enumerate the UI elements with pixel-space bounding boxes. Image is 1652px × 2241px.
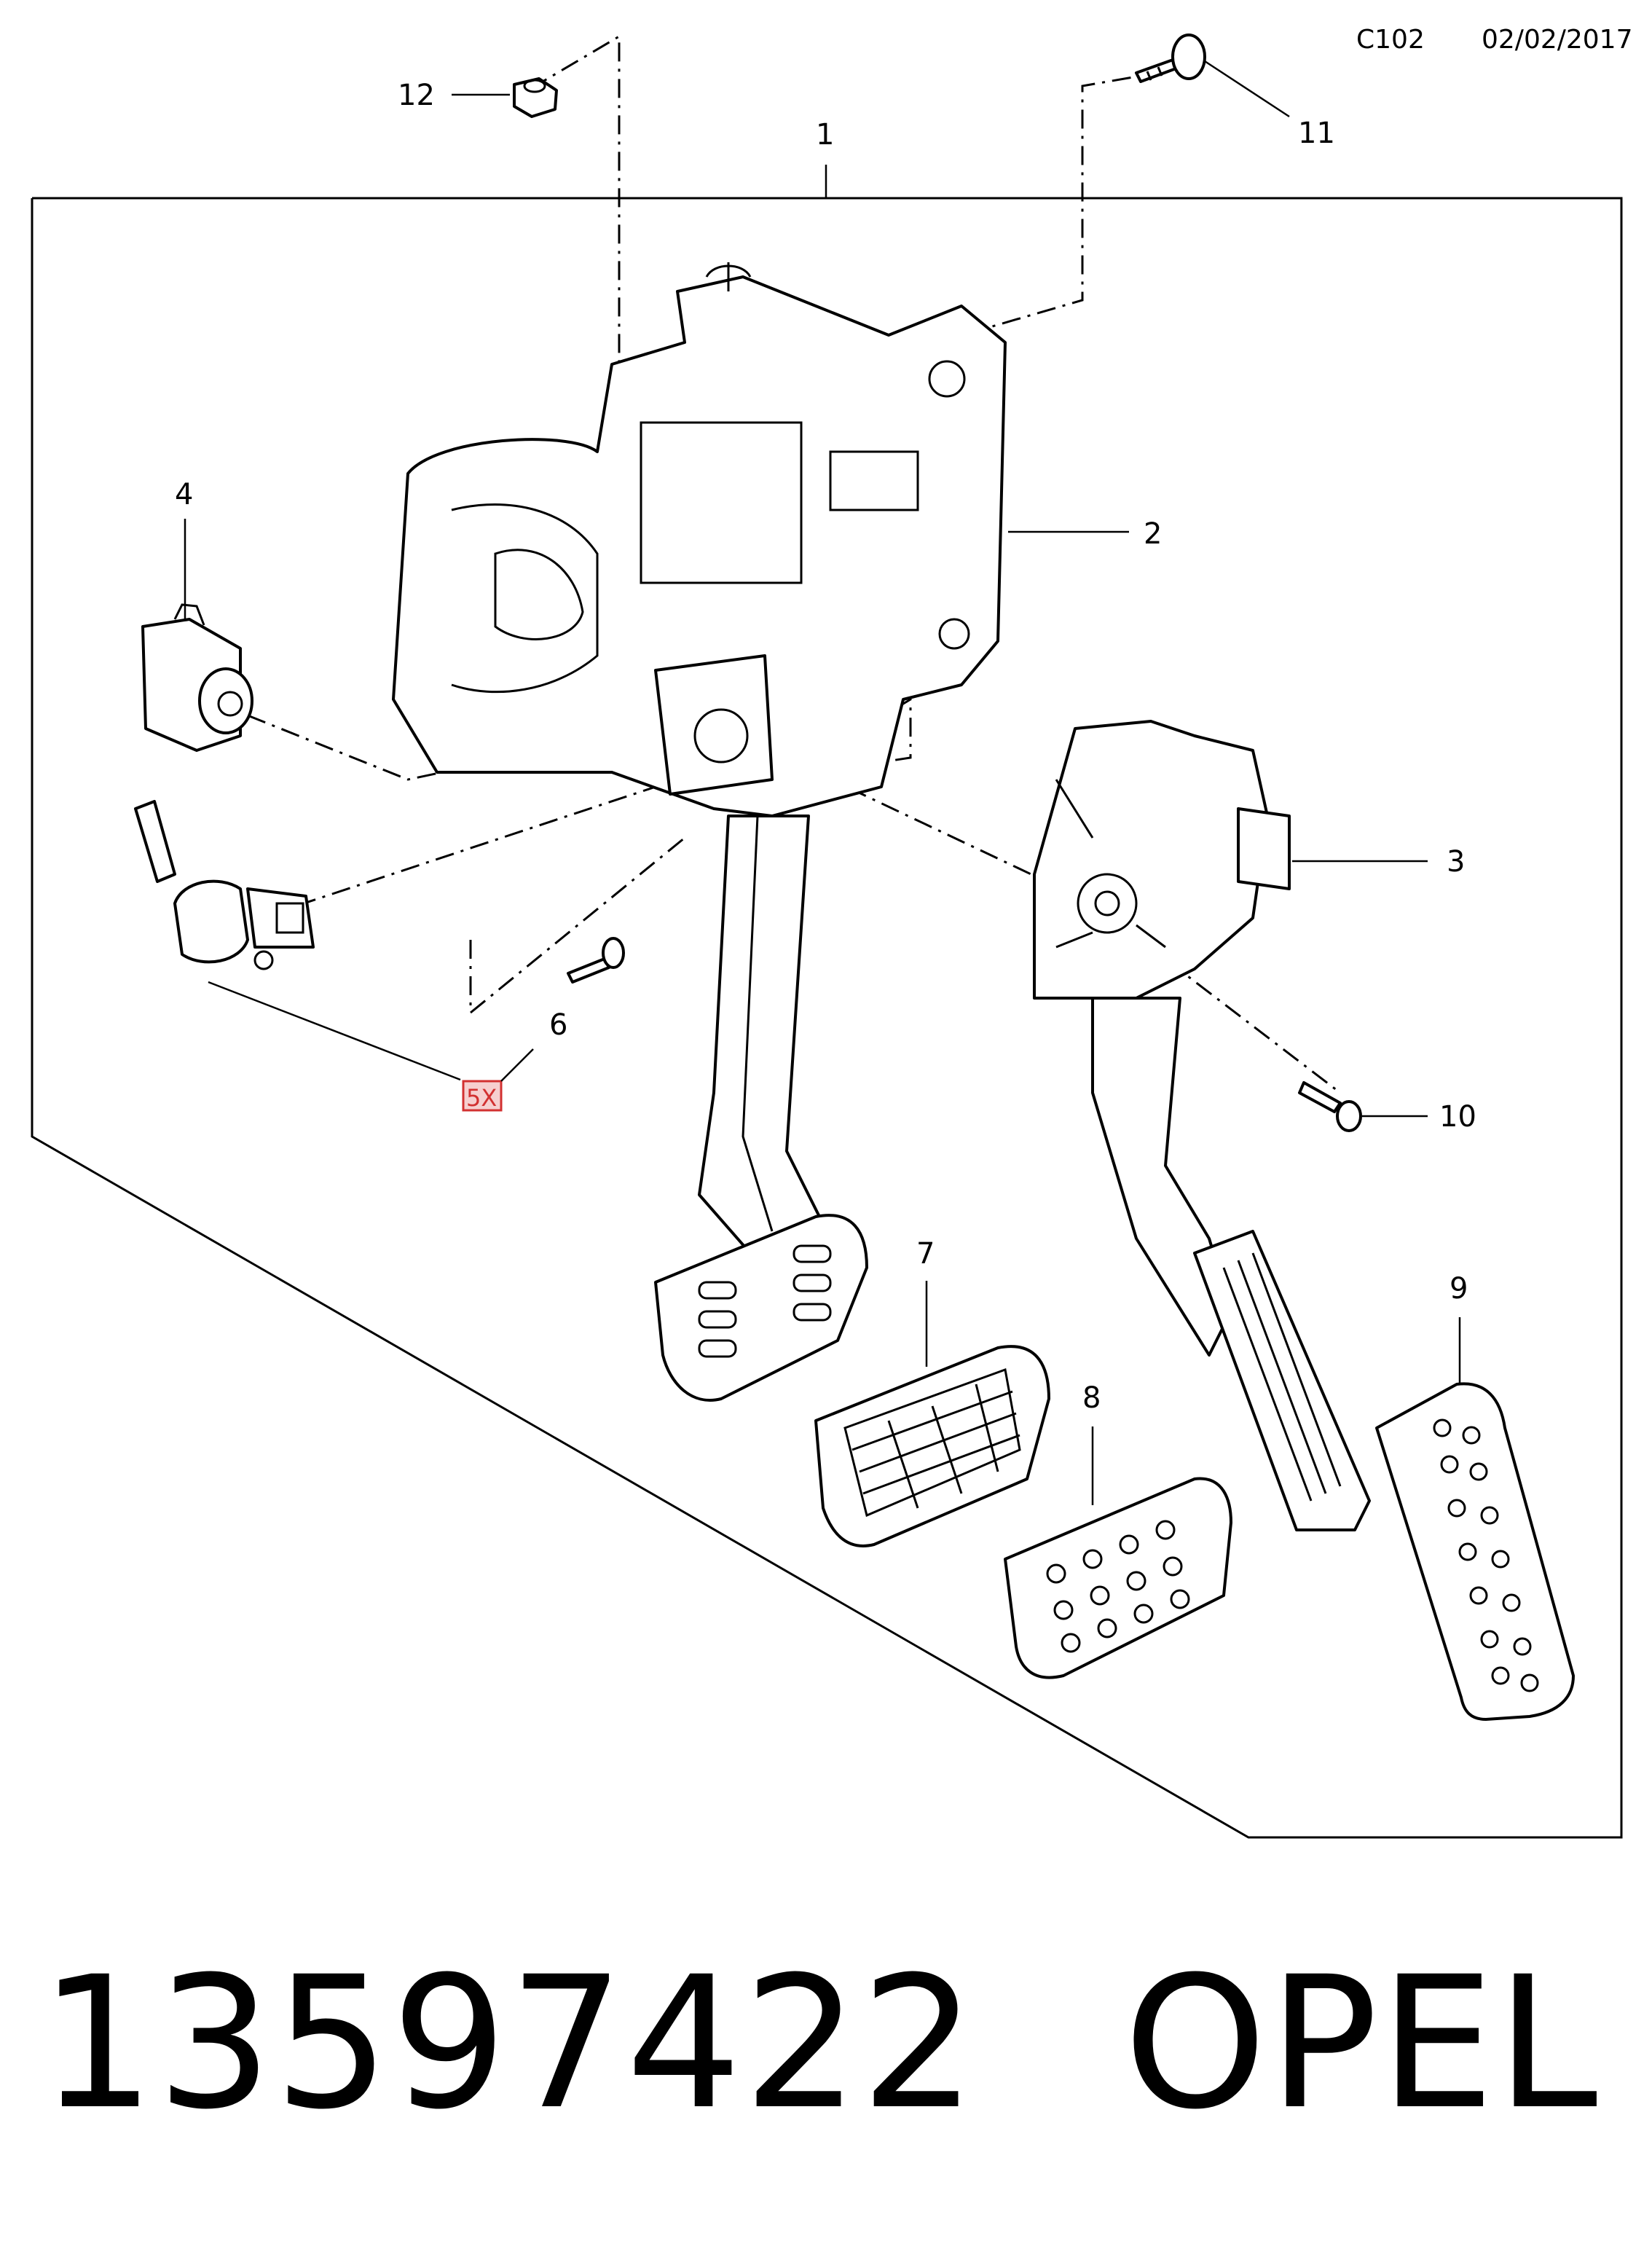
callout-1: 1	[816, 118, 834, 152]
quantity-label: 5X	[466, 1084, 497, 1112]
callout-6: 6	[549, 1008, 567, 1042]
assembly-boundary	[31, 197, 1623, 1839]
pedal-pad-7	[814, 1345, 1050, 1547]
pedal-pad-9	[1375, 1382, 1575, 1721]
callout-11: 11	[1298, 117, 1335, 150]
leader-11	[1204, 60, 1290, 118]
brand-name: OPEL	[1123, 1937, 1600, 2149]
callout-2: 2	[1144, 517, 1162, 551]
nut-12	[513, 77, 558, 118]
switch-4	[141, 603, 253, 752]
callout-10: 10	[1439, 1100, 1476, 1134]
leader-5	[208, 981, 461, 1081]
callout-12: 12	[398, 79, 435, 112]
diagram-date: 02/02/2017	[1482, 25, 1633, 55]
leader-qty	[500, 1048, 534, 1082]
diagram-code: C102	[1356, 25, 1425, 55]
brake-pad-on-arm	[654, 1214, 868, 1402]
screw-10	[1298, 1081, 1362, 1132]
callout-8: 8	[1082, 1381, 1101, 1415]
quantity-box	[462, 1080, 503, 1112]
accelerator-module-3	[1033, 720, 1291, 1000]
callout-9: 9	[1450, 1272, 1468, 1306]
callout-3: 3	[1447, 845, 1465, 879]
position-sensor	[134, 800, 315, 970]
callout-7: 7	[916, 1237, 935, 1271]
pedal-pad-8	[1004, 1477, 1232, 1679]
screw-6	[567, 937, 625, 984]
callout-4: 4	[175, 478, 193, 511]
screw-11	[1135, 34, 1206, 83]
accelerator-arm	[1091, 997, 1371, 1531]
part-number: 13597422	[39, 1937, 978, 2149]
brake-pedal-arm	[698, 815, 832, 1255]
pedal-bracket-2	[392, 262, 1007, 817]
